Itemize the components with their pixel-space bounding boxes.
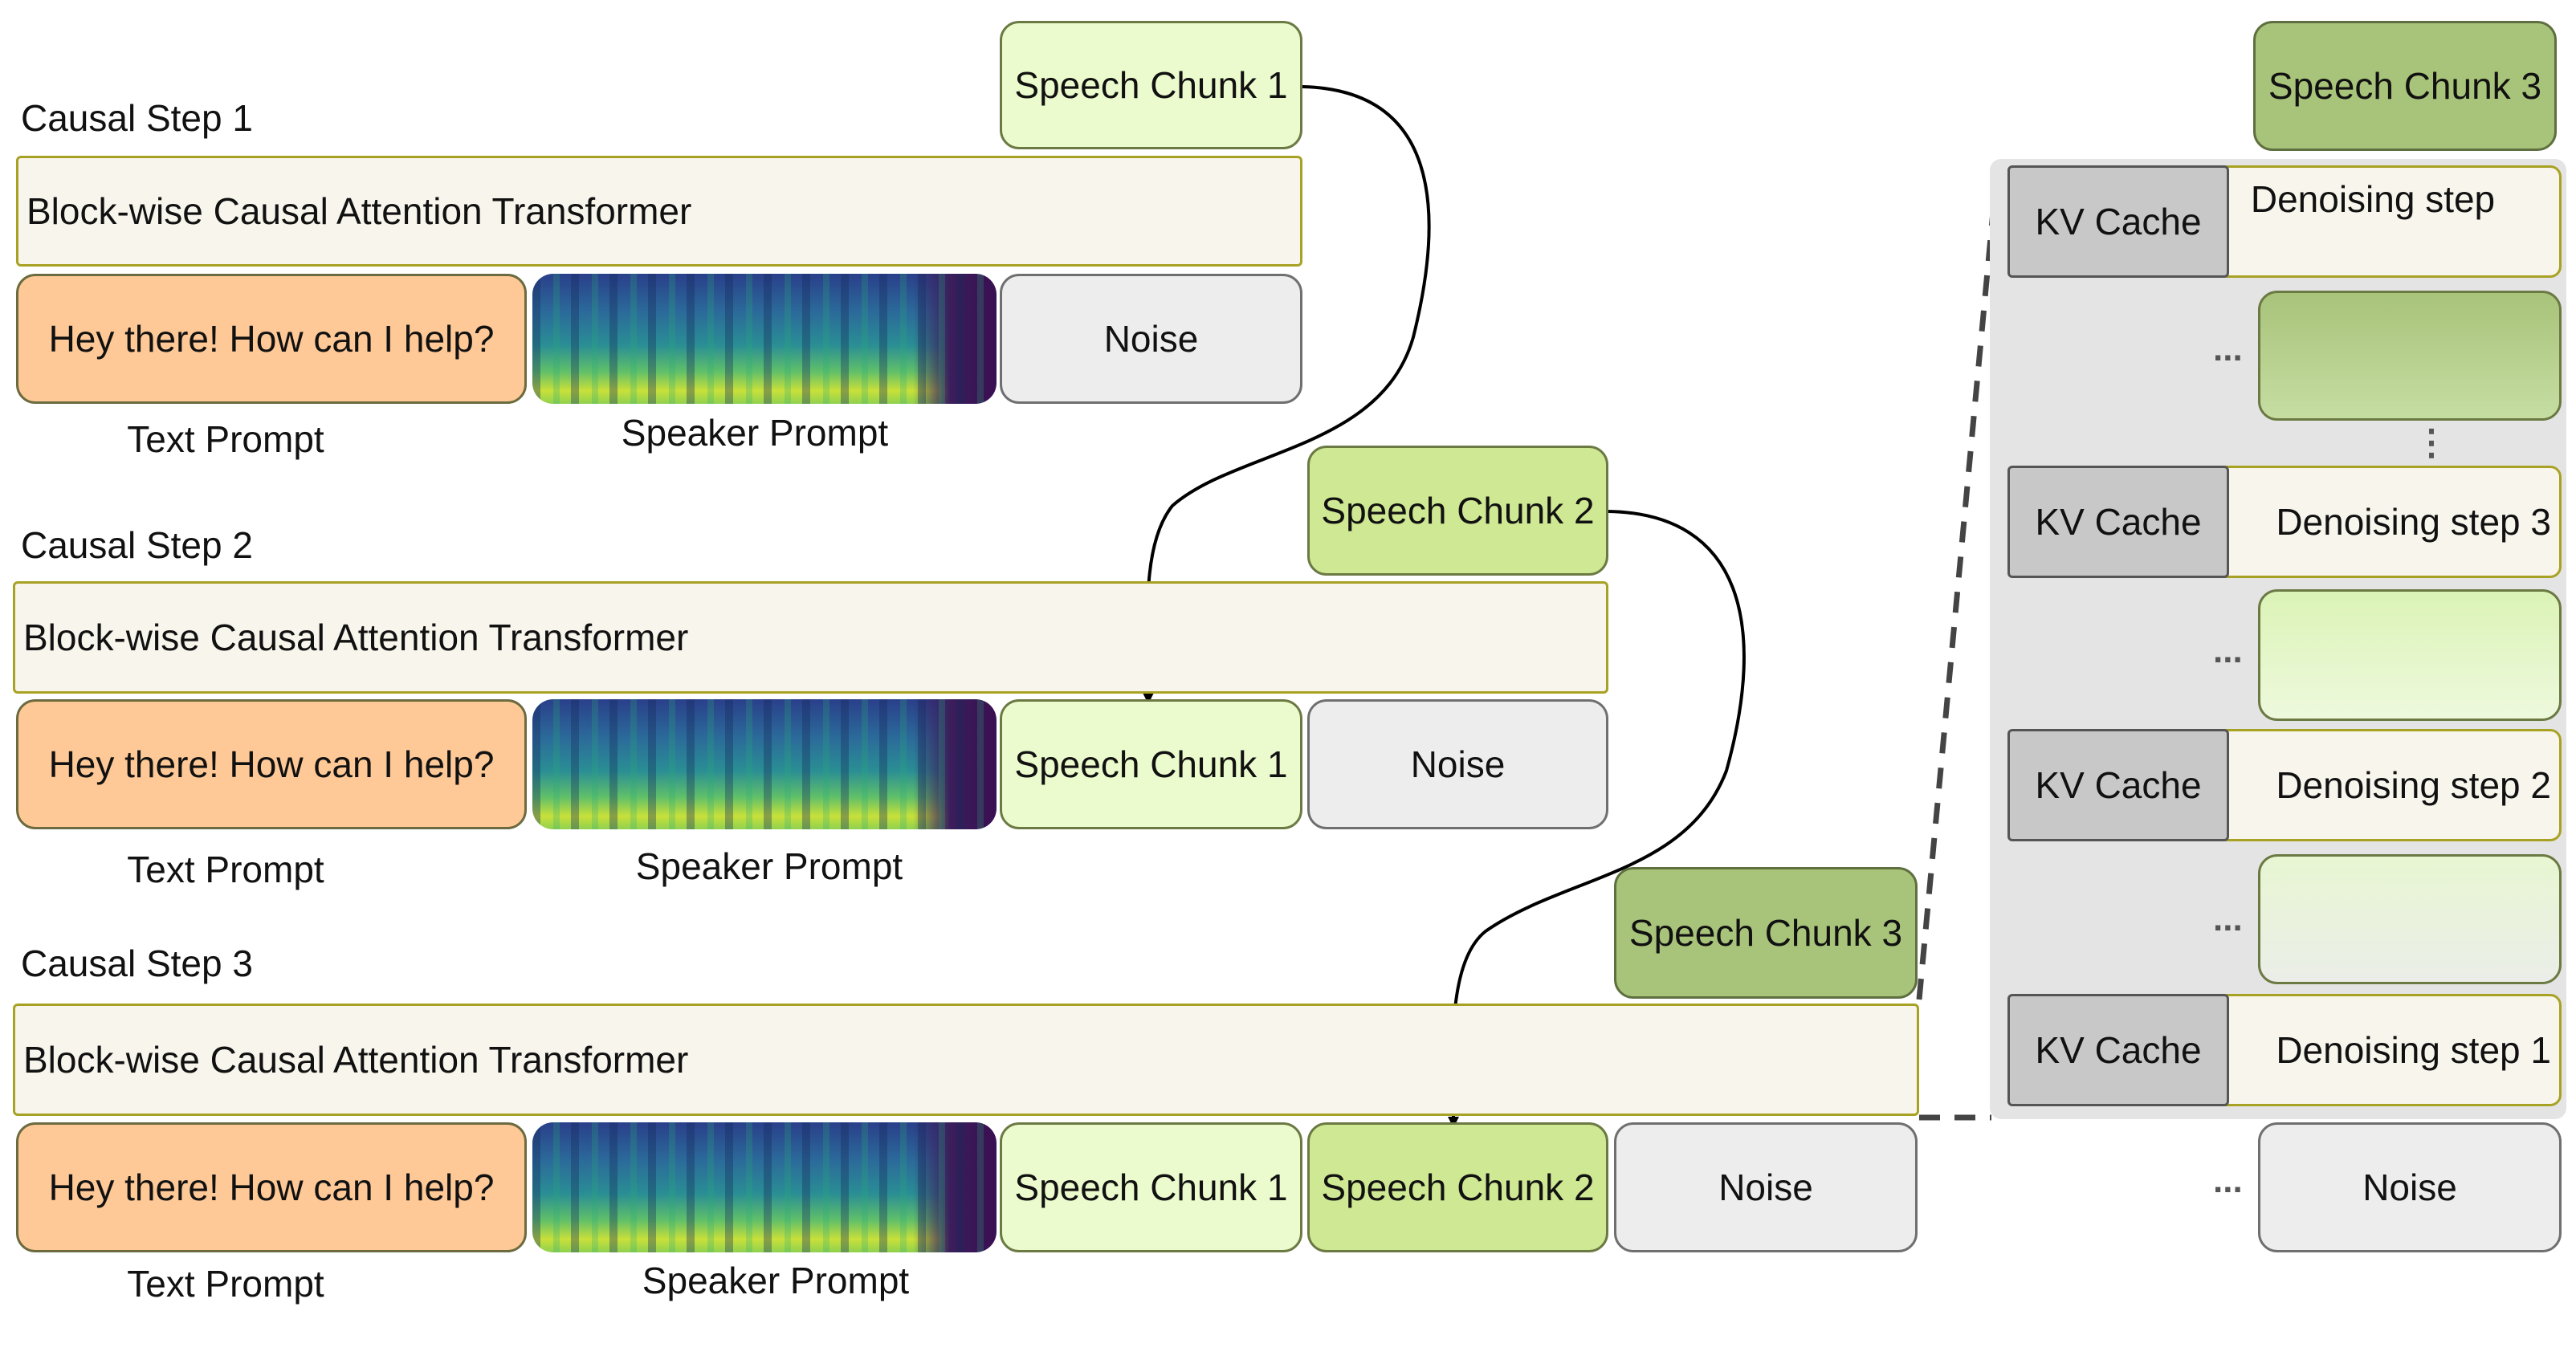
arrow-chunk2-to-step3 — [1447, 510, 1746, 1128]
step2-input-speech-chunk-1: Speech Chunk 1 — [1000, 699, 1302, 829]
step3-input-speech-chunk-2: Speech Chunk 2 — [1307, 1122, 1608, 1252]
step3-input-speech-chunk-1: Speech Chunk 1 — [1000, 1122, 1302, 1252]
ellipsis-4: ... — [2213, 1161, 2243, 1200]
step2-input-noise: Noise — [1307, 699, 1608, 829]
step1-transformer: Block-wise Causal Attention Transformer — [16, 156, 1302, 267]
step1-speaker-prompt-spectrogram — [532, 274, 997, 404]
step2-speaker-prompt-spectrogram — [532, 699, 997, 829]
step3-input-noise: Noise — [1614, 1122, 1918, 1252]
kv-cache-block-top: KV Cache — [2007, 165, 2229, 278]
denoise-output-speech-chunk-3: Speech Chunk 3 — [2253, 21, 2557, 151]
kv-cache-block-3: KV Cache — [2007, 466, 2229, 578]
ellipsis-1: ... — [2213, 329, 2243, 368]
step2-speaker-prompt-caption: Speaker Prompt — [635, 845, 903, 887]
step3-label: Causal Step 3 — [21, 943, 253, 984]
step3-speaker-prompt-spectrogram — [532, 1122, 997, 1252]
kv-cache-block-1: KV Cache — [2007, 994, 2229, 1106]
arrow-chunk1-to-step2 — [1142, 85, 1431, 704]
step2-text-prompt-caption: Text Prompt — [127, 849, 324, 890]
step3-output-speech-chunk-3: Speech Chunk 3 — [1614, 867, 1918, 999]
step3-transformer: Block-wise Causal Attention Transformer — [13, 1004, 1919, 1116]
step3-text-prompt: Hey there! How can I help? — [16, 1122, 527, 1252]
ellipsis-2: ... — [2213, 631, 2243, 670]
step2-transformer: Block-wise Causal Attention Transformer — [13, 581, 1608, 694]
intermediate-latent-3 — [2258, 854, 2562, 984]
step1-speaker-prompt-caption: Speaker Prompt — [621, 412, 889, 454]
intermediate-latent-1 — [2258, 291, 2562, 421]
step1-label: Causal Step 1 — [21, 97, 253, 139]
vertical-ellipsis: ⋮ — [2414, 423, 2449, 462]
step3-text-prompt-caption: Text Prompt — [127, 1263, 324, 1305]
zoom-line-top — [1916, 160, 2001, 1000]
step1-text-prompt-caption: Text Prompt — [127, 418, 324, 460]
step1-text-prompt: Hey there! How can I help? — [16, 274, 527, 404]
step1-output-speech-chunk-1: Speech Chunk 1 — [1000, 21, 1302, 149]
step3-speaker-prompt-caption: Speaker Prompt — [642, 1260, 910, 1301]
step2-text-prompt: Hey there! How can I help? — [16, 699, 527, 829]
ellipsis-3: ... — [2213, 899, 2243, 938]
step2-output-speech-chunk-2: Speech Chunk 2 — [1307, 446, 1608, 576]
step1-input-noise: Noise — [1000, 274, 1302, 404]
step2-label: Causal Step 2 — [21, 524, 253, 566]
intermediate-latent-2 — [2258, 589, 2562, 721]
kv-cache-block-2: KV Cache — [2007, 729, 2229, 841]
denoise-input-noise: Noise — [2258, 1122, 2562, 1252]
